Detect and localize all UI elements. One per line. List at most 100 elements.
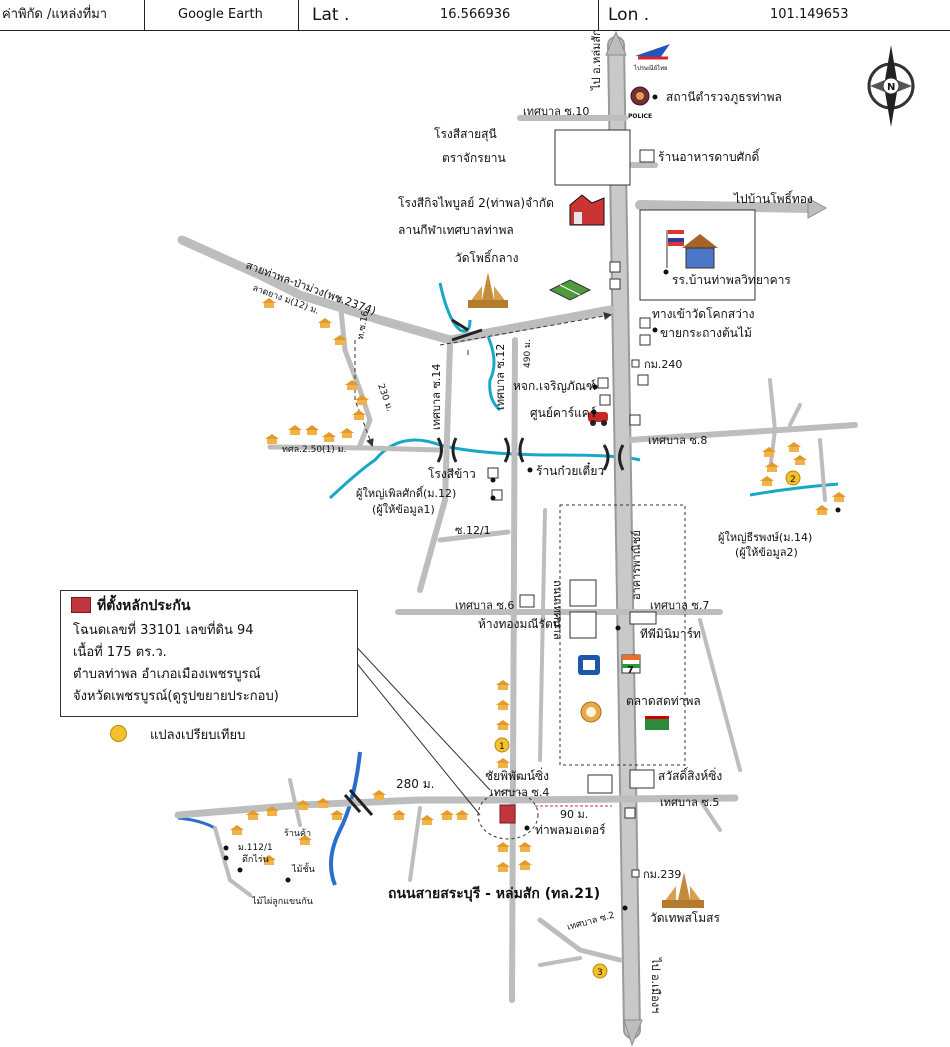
collateral-plot-marker	[499, 804, 516, 824]
soi7-label: เทศบาล ซ.7	[650, 599, 709, 612]
shophouse-area	[559, 504, 686, 766]
noodle-label: ร้านก๋วยเตี๋ยว	[536, 461, 604, 478]
road-soi8-branch3	[788, 403, 802, 427]
soi14-label: เทศบาล ซ.14	[430, 364, 443, 430]
road-main-label: ถนนสายสระบุรี - หล่มสัก (ทล.21)	[388, 886, 600, 902]
bridge-icon	[451, 318, 483, 342]
legend-leader-line	[349, 639, 491, 791]
house-icon	[322, 432, 336, 442]
building	[639, 317, 651, 329]
dist-490-label: 490 ม.	[523, 339, 533, 368]
poi-dot	[663, 269, 669, 275]
rice-mill-kit-label: โรงสีกิจไพบูลย์ 2(ท่าพล)จำกัด	[398, 196, 554, 211]
dist-230-label: 230 ม.	[375, 383, 394, 414]
charoenphan-label: หจก.เจริญภัณฑ์	[513, 379, 596, 393]
house-icon	[330, 810, 344, 820]
legend-leader-line	[349, 654, 481, 816]
km-marker-icon	[631, 359, 640, 368]
sports-field-label: ลานกีฬาเทศบาลท่าพล	[398, 223, 514, 237]
building	[569, 611, 597, 639]
house-icon	[496, 720, 510, 730]
soi6-label: เทศบาล ซ.6	[455, 599, 514, 612]
house-icon	[372, 790, 386, 800]
plant-shop-label: ขายกระถางต้นไม้	[660, 326, 752, 340]
km239-label: กม.239	[643, 868, 681, 881]
car-icon	[588, 412, 608, 426]
house-icon	[518, 860, 532, 870]
soi5-label: เทศบาล ซ.5	[660, 796, 719, 809]
house-icon	[440, 810, 454, 820]
collateral-legend-marker	[71, 597, 91, 613]
sawat-lighting-label: สวัสดิ์สิงห์ซิ่ง	[658, 767, 722, 783]
comparable-number: 1	[499, 742, 505, 752]
poi-dot	[490, 495, 496, 501]
comparable-marker	[785, 470, 801, 486]
comparable-number: 3	[597, 968, 603, 978]
building	[629, 611, 657, 625]
comparable-legend-icon	[110, 725, 127, 742]
police-badge-icon: POLICE	[628, 86, 652, 120]
seven-text: 7	[627, 665, 634, 676]
police-tag: POLICE	[628, 113, 652, 120]
river	[438, 282, 472, 333]
building	[597, 377, 609, 389]
river	[177, 816, 216, 830]
lat-value: 16.566936	[440, 7, 511, 22]
building	[569, 579, 597, 607]
building	[609, 261, 621, 273]
km-marker-icon	[631, 869, 640, 878]
to-ban-phothong-label: ไปบ้านโพธิ์ทอง	[733, 190, 813, 206]
building	[609, 278, 621, 290]
house-icon	[305, 425, 319, 435]
landmark-layer: ไปรษณีย์ไทย POLICE	[468, 40, 915, 908]
factory-icon	[569, 194, 605, 226]
poi-dot	[223, 845, 229, 851]
comparable-number: 2	[790, 475, 796, 485]
arrow-north-icon	[605, 31, 627, 56]
fresh-market-label: ตลาดสดท่าพล	[626, 694, 701, 708]
wat-pho-klang-label: วัดโพธิ์กลาง	[455, 249, 518, 265]
bridge-icon	[503, 437, 525, 463]
post-logo-text: ไปรษณีย์ไทย	[633, 64, 668, 72]
house-icon	[496, 842, 510, 852]
soi12-1-label: ซ.12/1	[455, 524, 491, 537]
marker-layer	[223, 94, 841, 911]
collateral-zoom-circle	[477, 790, 539, 840]
soi2-label: เทศบาล ซ.2	[566, 911, 615, 933]
road-soi5-ext	[698, 798, 722, 832]
headman14-label: ผู้ใหญ่ธีรพงษ์(ม.14)	[718, 531, 812, 544]
poi-dot	[622, 905, 628, 911]
road-soi8-branch2	[818, 438, 827, 502]
legend-deed: โฉนดเลขที่ 33101 เลขที่ดิน 94	[73, 623, 254, 638]
poi-dot	[223, 855, 229, 861]
soi10-label: เทศบาล ซ.10	[523, 105, 589, 118]
building	[587, 774, 613, 794]
compass-north-icon: N	[867, 45, 915, 127]
house-icon	[355, 395, 369, 405]
road-to-lomsak-label: ไป อ.หล่มสัก	[590, 31, 603, 91]
house-icon	[760, 476, 774, 486]
rice-mill-sun-block	[554, 129, 631, 186]
poi-dot	[615, 625, 621, 631]
restaurant-label: ร้านอาหารดาบศักดิ์	[658, 148, 761, 164]
building	[599, 394, 611, 406]
soi8-label: เทศบาล ซ.8	[648, 434, 707, 447]
comparable-marker	[494, 737, 510, 753]
chaiya-lighting-label: ชัยพิพัฒน์ซิ่ง	[485, 767, 549, 783]
road-left-soi	[267, 444, 443, 453]
house-icon	[832, 492, 846, 502]
market-emblem-icon	[580, 701, 602, 723]
house-icon	[765, 462, 779, 472]
arrow-south-icon	[623, 1019, 643, 1047]
km240-label: กม.240	[644, 358, 682, 371]
poi-dot	[652, 94, 658, 100]
legend-area: เนื้อที่ 175 ตร.ว.	[73, 645, 167, 660]
building	[629, 769, 655, 789]
house-icon	[230, 825, 244, 835]
coord-source-label: ค่าพิกัด /แหล่งที่มา	[2, 7, 108, 22]
sports-field-icon	[548, 279, 592, 301]
road-soi4-5	[174, 794, 739, 819]
house-icon	[815, 505, 829, 515]
house-icon	[352, 410, 366, 420]
source-value: Google Earth	[178, 7, 263, 22]
